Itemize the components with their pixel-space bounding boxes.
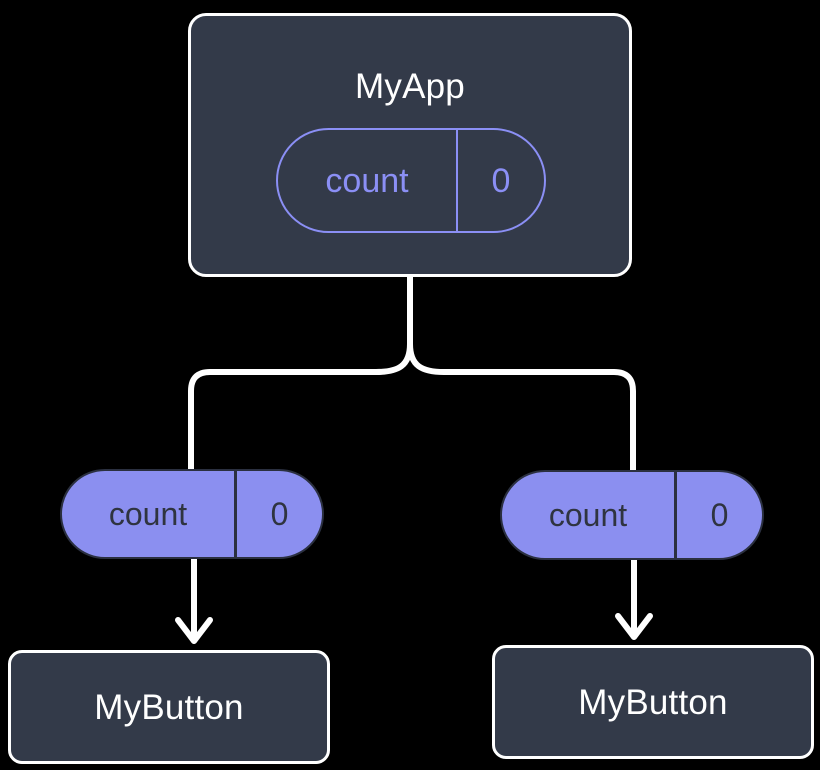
- connector-split-left: [188, 341, 413, 473]
- component-label-myapp: MyApp: [355, 67, 465, 106]
- state-pill-root[interactable]: count 0: [276, 128, 546, 233]
- state-pill-child-1-key: count: [502, 472, 677, 558]
- connector-split-right: [407, 341, 636, 473]
- state-pill-child-1[interactable]: count 0: [500, 470, 764, 560]
- state-pill-child-0-key: count: [62, 471, 237, 557]
- component-label-mybutton-1: MyButton: [578, 682, 728, 722]
- component-node-mybutton-1[interactable]: MyButton: [492, 645, 814, 759]
- component-label-mybutton-0: MyButton: [94, 687, 244, 727]
- state-pill-child-1-value: 0: [710, 497, 729, 533]
- state-pill-root-key: count: [278, 130, 458, 231]
- state-pill-root-value: 0: [491, 161, 511, 200]
- arrow-left-head-icon: [175, 617, 213, 644]
- state-pill-child-0-value: 0: [270, 496, 289, 532]
- state-pill-child-0[interactable]: count 0: [60, 469, 324, 559]
- arrow-right-head-icon: [615, 613, 653, 640]
- component-node-mybutton-0[interactable]: MyButton: [8, 650, 330, 764]
